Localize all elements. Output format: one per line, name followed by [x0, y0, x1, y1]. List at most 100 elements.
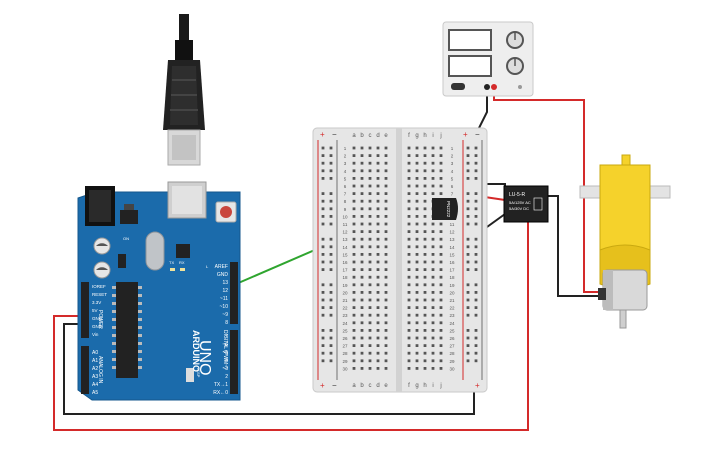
hole-i1[interactable]: [431, 146, 435, 150]
rail-hole-left-plus[interactable]: [321, 199, 325, 203]
hole-c26[interactable]: [368, 336, 372, 340]
rail-hole-left-plus[interactable]: [321, 306, 325, 309]
hole-i15[interactable]: [431, 253, 435, 256]
hole-g16[interactable]: [415, 260, 419, 264]
rail-hole-left-plus[interactable]: [321, 192, 325, 195]
hole-c9[interactable]: [368, 207, 372, 211]
rail-hole-left-plus[interactable]: [321, 359, 325, 363]
hole-h1[interactable]: [423, 146, 427, 150]
rail-hole-left-plus[interactable]: [321, 336, 325, 340]
hole-a15[interactable]: [352, 253, 356, 256]
hole-b26[interactable]: [360, 336, 364, 340]
hole-d7[interactable]: [376, 192, 380, 195]
hole-g5[interactable]: [415, 177, 419, 180]
rail-hole-right-plus[interactable]: [466, 161, 470, 165]
hole-d10[interactable]: [376, 215, 380, 218]
rail-hole-left-plus[interactable]: [321, 351, 325, 355]
hole-g11[interactable]: [415, 222, 419, 226]
hole-a13[interactable]: [352, 237, 356, 241]
hole-g26[interactable]: [415, 336, 419, 340]
hole-c15[interactable]: [368, 253, 372, 256]
hole-a10[interactable]: [352, 215, 356, 218]
relay[interactable]: LU-5-R 5A/125V AC 5A/30V DC: [503, 185, 549, 223]
hole-f22[interactable]: [407, 306, 411, 309]
rail-hole-right-plus[interactable]: [466, 169, 470, 173]
hole-j20[interactable]: [439, 291, 443, 294]
hole-f10[interactable]: [407, 215, 411, 218]
hole-g9[interactable]: [415, 207, 419, 211]
hole-j5[interactable]: [439, 177, 443, 180]
hole-a6[interactable]: [352, 184, 356, 188]
hole-a12[interactable]: [352, 230, 356, 233]
hole-i25[interactable]: [431, 329, 435, 332]
hole-a22[interactable]: [352, 306, 356, 309]
hole-b15[interactable]: [360, 253, 364, 256]
rail-hole-right-minus[interactable]: [474, 222, 478, 226]
rail-hole-right-plus[interactable]: [466, 351, 470, 355]
hole-a16[interactable]: [352, 260, 356, 264]
hole-d17[interactable]: [376, 268, 380, 271]
hole-c23[interactable]: [368, 313, 372, 317]
hole-d8[interactable]: [376, 199, 380, 203]
rail-hole-right-plus[interactable]: [466, 283, 470, 287]
hole-e19[interactable]: [384, 283, 388, 287]
hole-b6[interactable]: [360, 184, 364, 188]
rail-hole-right-plus[interactable]: [466, 268, 470, 271]
hole-c1[interactable]: [368, 146, 372, 150]
hole-c12[interactable]: [368, 230, 372, 233]
rail-hole-left-minus[interactable]: [329, 199, 333, 203]
rail-hole-left-minus[interactable]: [329, 298, 333, 302]
hole-j16[interactable]: [439, 260, 443, 264]
hole-c27[interactable]: [368, 344, 372, 347]
hole-e14[interactable]: [384, 245, 388, 249]
rail-hole-left-plus[interactable]: [321, 215, 325, 218]
hole-j2[interactable]: [439, 154, 443, 157]
hole-b13[interactable]: [360, 237, 364, 241]
hole-b7[interactable]: [360, 192, 364, 195]
hole-b28[interactable]: [360, 351, 364, 355]
rail-hole-left-minus[interactable]: [329, 222, 333, 226]
hole-g4[interactable]: [415, 169, 419, 173]
hole-e26[interactable]: [384, 336, 388, 340]
rail-hole-left-minus[interactable]: [329, 146, 333, 150]
hole-h24[interactable]: [423, 321, 427, 325]
hole-j19[interactable]: [439, 283, 443, 287]
hole-d4[interactable]: [376, 169, 380, 173]
hole-h23[interactable]: [423, 313, 427, 317]
rail-hole-right-minus[interactable]: [474, 351, 478, 355]
hole-i7[interactable]: [431, 192, 435, 195]
rail-hole-left-minus[interactable]: [329, 291, 333, 294]
hole-f18[interactable]: [407, 275, 411, 279]
hole-h16[interactable]: [423, 260, 427, 264]
hole-b4[interactable]: [360, 169, 364, 173]
hole-f28[interactable]: [407, 351, 411, 355]
hole-h6[interactable]: [423, 184, 427, 188]
hole-d24[interactable]: [376, 321, 380, 325]
rail-hole-right-minus[interactable]: [474, 329, 478, 332]
hole-h12[interactable]: [423, 230, 427, 233]
rail-hole-right-plus[interactable]: [466, 146, 470, 150]
hole-j17[interactable]: [439, 268, 443, 271]
hole-c19[interactable]: [368, 283, 372, 287]
hole-a1[interactable]: [352, 146, 356, 150]
hole-e15[interactable]: [384, 253, 388, 256]
rail-hole-right-minus[interactable]: [474, 344, 478, 347]
hole-f17[interactable]: [407, 268, 411, 271]
rail-hole-right-plus[interactable]: [466, 329, 470, 332]
hole-f3[interactable]: [407, 161, 411, 165]
hole-b19[interactable]: [360, 283, 364, 287]
rail-hole-left-plus[interactable]: [321, 253, 325, 256]
hole-d29[interactable]: [376, 359, 380, 363]
hole-e16[interactable]: [384, 260, 388, 264]
hole-d26[interactable]: [376, 336, 380, 340]
hole-h7[interactable]: [423, 192, 427, 195]
hole-e8[interactable]: [384, 199, 388, 203]
rail-hole-right-minus[interactable]: [474, 199, 478, 203]
hole-b12[interactable]: [360, 230, 364, 233]
hole-g27[interactable]: [415, 344, 419, 347]
rail-hole-right-plus[interactable]: [466, 298, 470, 302]
hole-e28[interactable]: [384, 351, 388, 355]
hole-h22[interactable]: [423, 306, 427, 309]
hole-h25[interactable]: [423, 329, 427, 332]
rail-hole-right-minus[interactable]: [474, 177, 478, 180]
